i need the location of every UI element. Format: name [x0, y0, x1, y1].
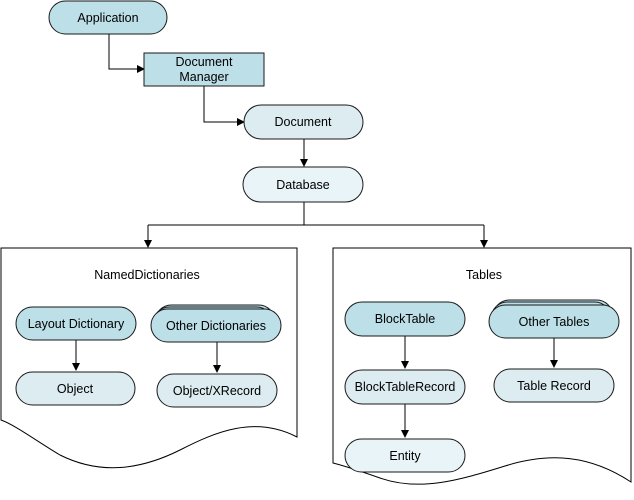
node-block-table[interactable]: BlockTable	[344, 301, 466, 337]
node-layout-dictionary-shape	[15, 306, 137, 341]
node-layout-dictionary-label: Layout Dictionary	[28, 317, 125, 331]
node-document-manager-label-line1: Document	[176, 55, 233, 69]
node-application-label: Application	[77, 11, 138, 25]
node-block-table-record-shape	[344, 369, 466, 405]
node-table-record[interactable]: Table Record	[493, 368, 615, 403]
node-entity[interactable]: Entity	[344, 438, 466, 473]
node-document-shape	[243, 104, 364, 140]
node-document-manager[interactable]: Document Manager	[143, 52, 265, 87]
node-object-xrecord-shape	[156, 373, 278, 408]
node-other-tables-shape	[488, 304, 620, 339]
node-block-table-shape	[344, 301, 466, 337]
node-object-xrecord[interactable]: Object/XRecord	[156, 373, 278, 408]
node-block-table-record-label: BlockTableRecord	[355, 380, 456, 394]
node-document-manager-shape	[143, 52, 265, 87]
named-dictionaries-title: NamedDictionaries	[94, 268, 200, 282]
tables-title: Tables	[466, 268, 502, 282]
node-block-table-record[interactable]: BlockTableRecord	[344, 369, 466, 405]
node-application-shape	[48, 0, 168, 35]
node-object-label: Object	[57, 382, 94, 396]
node-table-record-label: Table Record	[517, 379, 591, 393]
node-application[interactable]: Application	[48, 0, 168, 35]
named-dictionaries-panel: NamedDictionaries	[0, 247, 298, 469]
node-entity-label: Entity	[389, 449, 421, 463]
node-other-tables[interactable]: Other Tables	[488, 299, 620, 339]
node-database-label: Database	[276, 178, 330, 192]
node-other-tables-label: Other Tables	[519, 315, 590, 329]
node-database[interactable]: Database	[242, 166, 364, 203]
node-table-record-shape	[493, 368, 615, 403]
node-block-table-label: BlockTable	[375, 312, 435, 326]
node-object-shape	[15, 371, 136, 406]
node-layout-dictionary[interactable]: Layout Dictionary	[15, 306, 137, 341]
edge-application-docmanager	[108, 34, 145, 73]
node-document[interactable]: Document	[243, 104, 364, 140]
edge-docmanager-document	[203, 86, 245, 126]
node-object[interactable]: Object	[15, 371, 136, 406]
named-dictionaries-panel-shape	[0, 247, 298, 469]
node-document-manager-label-line2: Manager	[179, 70, 228, 84]
edges	[72, 34, 558, 438]
node-document-label: Document	[275, 115, 332, 129]
node-other-dictionaries-shape	[150, 308, 282, 343]
node-database-shape	[242, 166, 364, 203]
node-entity-shape	[344, 438, 466, 473]
node-other-dictionaries[interactable]: Other Dictionaries	[150, 304, 282, 343]
node-object-xrecord-label: Object/XRecord	[173, 384, 261, 398]
node-other-dictionaries-label: Other Dictionaries	[166, 319, 266, 333]
